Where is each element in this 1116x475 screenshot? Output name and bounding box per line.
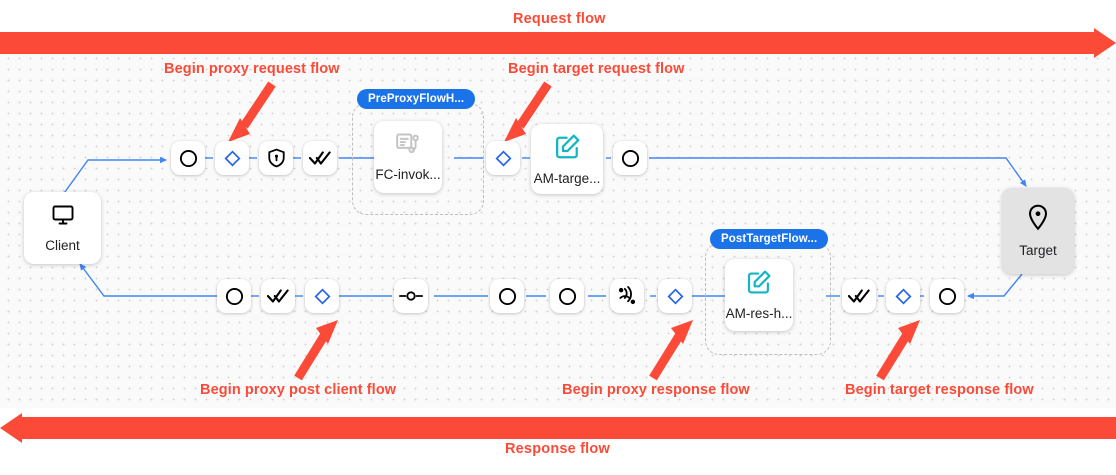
diagram-canvas[interactable]: [0, 50, 1116, 408]
request-step-circle-2[interactable]: [613, 141, 647, 175]
target-node[interactable]: Target: [1002, 188, 1074, 274]
double-check-icon: [848, 289, 870, 303]
request-flow-start-diamond-1[interactable]: [215, 141, 249, 175]
response-flow-start-diamond-3[interactable]: [886, 279, 920, 313]
response-step-circle-1[interactable]: [217, 279, 251, 313]
client-node[interactable]: Client: [24, 192, 101, 264]
broadcast-icon: [618, 286, 636, 305]
pointer-arrow-proxy-request: [222, 81, 282, 144]
diamond-icon: [223, 149, 241, 167]
diamond-icon: [313, 287, 331, 305]
pointer-arrow-post-client: [290, 320, 346, 381]
request-flow-banner: [0, 28, 1116, 58]
circle-icon: [225, 287, 243, 305]
response-flow-bar: [22, 417, 1116, 439]
annotation-begin-proxy-response-flow: Begin proxy response flow: [562, 382, 750, 398]
pointer-arrow-target-response: [872, 320, 928, 381]
request-step-circle-1[interactable]: [171, 141, 205, 175]
response-step-circle-4[interactable]: [930, 279, 964, 313]
circle-icon: [498, 287, 516, 305]
response-flow-start-diamond-1[interactable]: [305, 279, 339, 313]
edit-icon: [554, 133, 581, 165]
double-check-icon: [267, 289, 289, 303]
monitor-icon: [49, 203, 77, 232]
response-step-circle-3[interactable]: [550, 279, 584, 313]
request-flow-arrowhead: [1094, 28, 1116, 58]
shield-lock-icon: [267, 148, 285, 168]
annotation-begin-target-response-flow: Begin target response flow: [845, 382, 1034, 398]
response-flow-start-diamond-2[interactable]: [658, 279, 692, 313]
response-step-circle-2[interactable]: [490, 279, 524, 313]
request-step-shield[interactable]: [259, 141, 293, 175]
flow-callout-icon: [395, 132, 421, 161]
response-flow-arrowhead: [0, 413, 22, 443]
policy-node-label: FC-invok...: [375, 167, 441, 182]
circle-icon: [621, 149, 639, 167]
diamond-icon: [666, 287, 684, 305]
edit-icon: [746, 269, 772, 300]
policy-node-am-target[interactable]: AM-targe...: [531, 124, 603, 194]
policy-node-label: AM-targe...: [533, 170, 601, 186]
policy-node-am-res-h[interactable]: AM-res-h...: [725, 259, 800, 338]
diamond-icon: [494, 149, 512, 167]
request-flow-bar: [0, 32, 1094, 54]
flow-hook-badge-pre-proxy[interactable]: PreProxyFlowH...: [357, 89, 476, 109]
location-pin-icon: [1025, 204, 1051, 237]
annotation-begin-proxy-post-client-flow: Begin proxy post client flow: [200, 382, 397, 398]
response-step-double-check-1[interactable]: [261, 279, 295, 313]
pointer-arrow-target-request: [498, 81, 558, 144]
response-step-node-dot[interactable]: [394, 279, 428, 313]
double-check-icon: [309, 151, 331, 165]
circle-icon: [558, 287, 576, 305]
annotation-begin-target-request-flow: Begin target request flow: [508, 61, 685, 77]
target-node-label: Target: [1019, 243, 1057, 258]
request-flow-start-diamond-2[interactable]: [486, 141, 520, 175]
flow-hook-badge-post-target[interactable]: PostTargetFlow...: [710, 229, 829, 249]
circle-icon: [179, 149, 197, 167]
response-flow-label: Response flow: [505, 441, 610, 457]
diamond-icon: [894, 287, 912, 305]
policy-node-label: AM-res-h...: [725, 306, 793, 321]
circle-icon: [938, 287, 956, 305]
response-step-broadcast[interactable]: [610, 279, 644, 313]
request-step-double-check-1[interactable]: [303, 141, 337, 175]
annotation-begin-proxy-request-flow: Begin proxy request flow: [164, 61, 340, 77]
request-flow-label: Request flow: [513, 11, 606, 27]
client-node-label: Client: [45, 238, 80, 253]
response-flow-banner: [0, 413, 1116, 443]
pointer-arrow-proxy-response: [645, 320, 701, 381]
node-dot-icon: [399, 291, 423, 301]
policy-node-fc-invoke[interactable]: FC-invok...: [374, 121, 449, 200]
response-step-double-check-2[interactable]: [842, 279, 876, 313]
